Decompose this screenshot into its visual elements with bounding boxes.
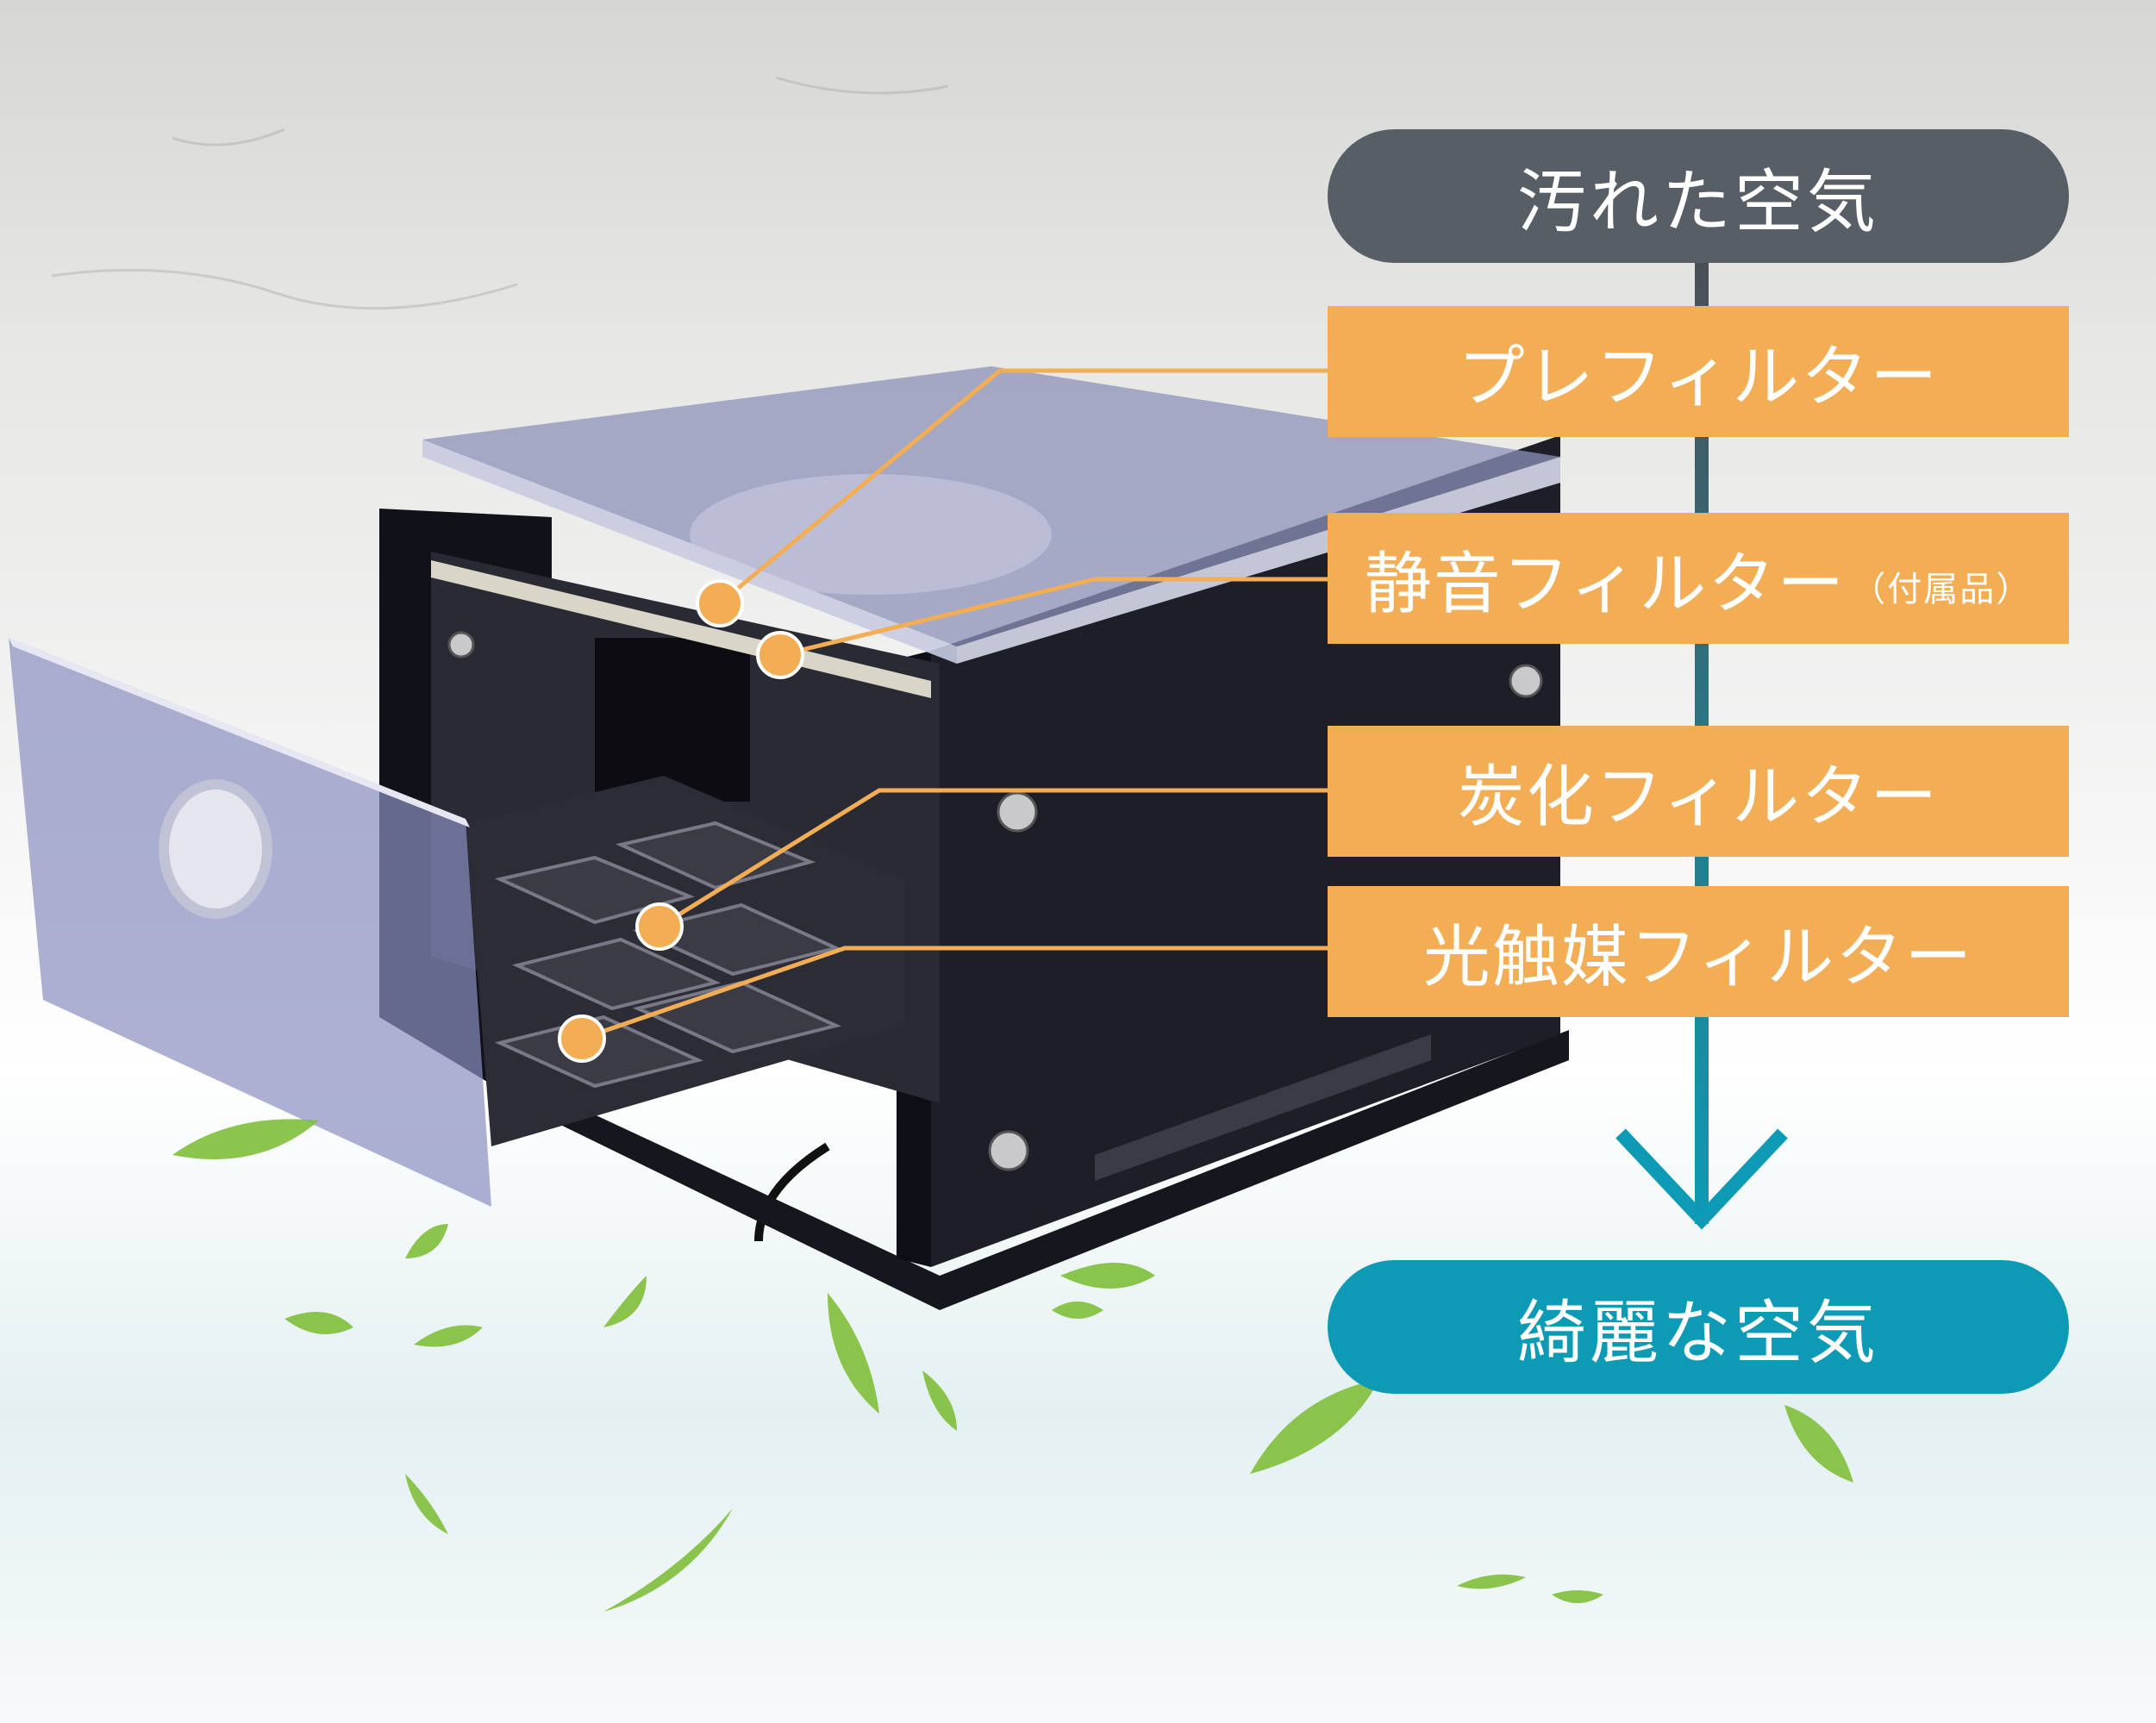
device-base-plate xyxy=(552,1030,1569,1310)
photocatalyst-filter-label: 光触媒フィルター xyxy=(1422,919,1974,996)
down-arrow-icon xyxy=(1615,1128,1788,1230)
leaf-icon xyxy=(172,1119,1853,1612)
acrylic-lid-side xyxy=(957,457,1560,664)
connector-prefilter xyxy=(718,368,1332,605)
silent-filter-note: （付属品） xyxy=(1851,570,2033,609)
clean-air-label: 綺麗な空気 xyxy=(1328,1260,2069,1394)
drawer-front-panel xyxy=(9,638,491,1207)
drawer-front-edge xyxy=(9,638,470,827)
fan xyxy=(595,638,750,802)
carbon-filter-box: 炭化フィルター xyxy=(1328,726,2069,857)
silent-filter-box: 静音フィルター （付属品） xyxy=(1328,513,2069,644)
marker-silent-filter xyxy=(756,631,804,679)
connector-silent-filter xyxy=(779,577,1332,658)
marker-photocatalyst-filter xyxy=(558,1014,606,1063)
prefilter-label: プレフィルター xyxy=(1457,339,1940,416)
connector-carbon-filter xyxy=(658,788,1332,929)
vent-slot xyxy=(1095,1034,1431,1181)
prefilter-box: プレフィルター xyxy=(1328,306,2069,437)
photocatalyst-filter-box: 光触媒フィルター xyxy=(1328,886,2069,1017)
silent-filter-label: 静音フィルター xyxy=(1364,546,1847,623)
acrylic-lid-front xyxy=(422,440,957,664)
marker-prefilter xyxy=(696,579,744,627)
pre-filter-strip xyxy=(431,560,931,698)
lid-vent xyxy=(690,474,1052,595)
marker-carbon-filter xyxy=(635,902,684,951)
power-cable xyxy=(754,1142,830,1242)
dirty-air-label: 汚れた空気 xyxy=(1328,129,2069,263)
connector-photocatalyst-filter xyxy=(581,946,1332,1041)
drawer-handle-hole xyxy=(159,779,272,919)
screw-icons xyxy=(447,631,1543,1171)
carbon-filter-label: 炭化フィルター xyxy=(1457,758,1940,836)
filter-tray-cells xyxy=(494,821,842,1089)
